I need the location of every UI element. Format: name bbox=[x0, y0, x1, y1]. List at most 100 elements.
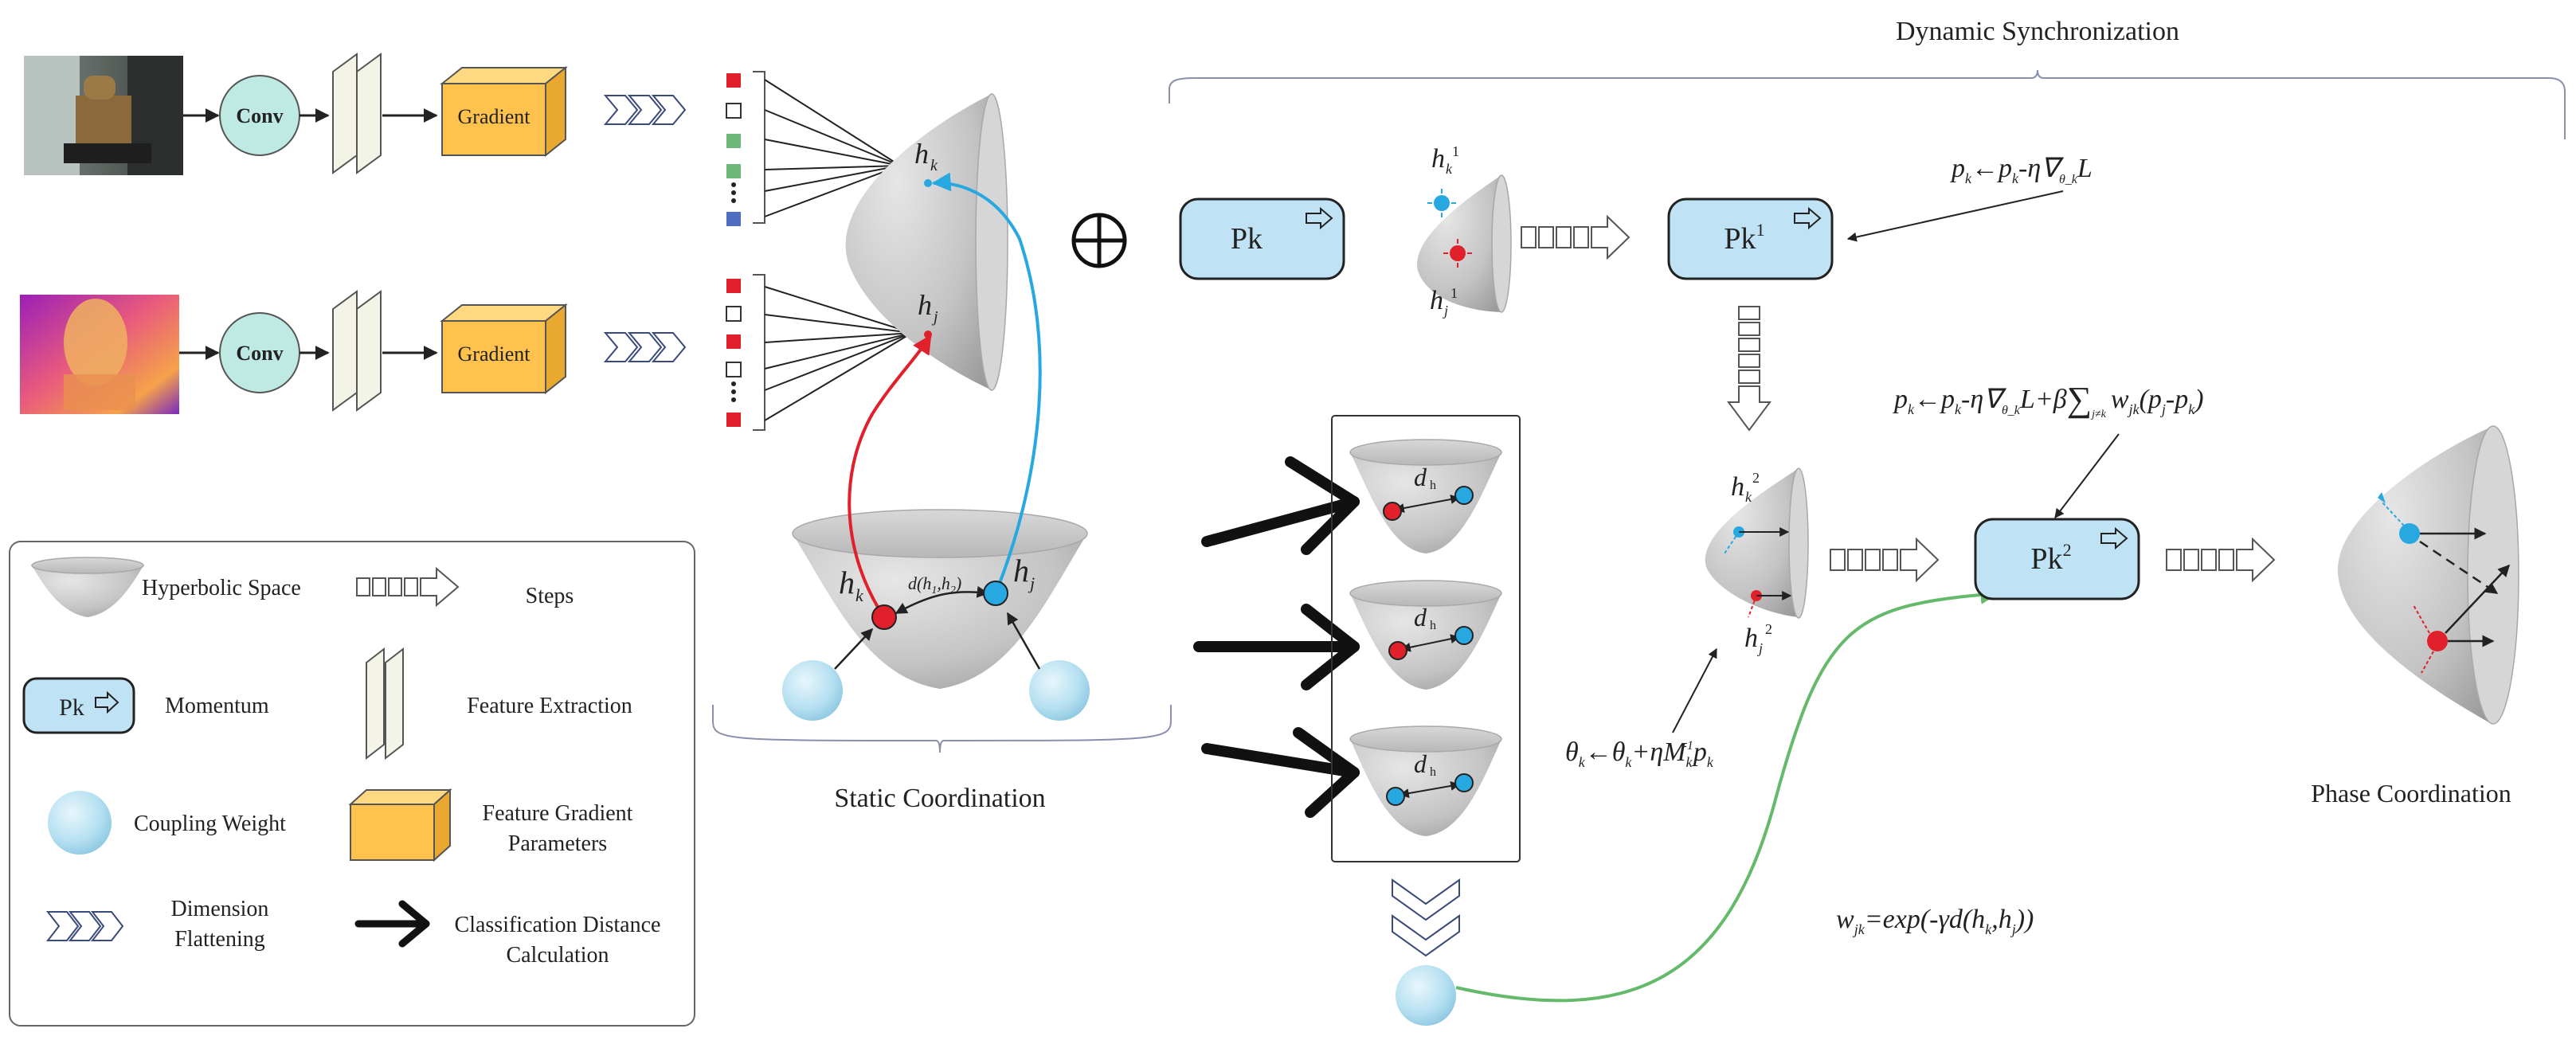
dimension-flattening-icon bbox=[603, 95, 687, 125]
eq2-arrow bbox=[2054, 433, 2120, 518]
svg-text:k: k bbox=[1446, 161, 1453, 177]
phase-coordination-cone bbox=[2337, 425, 2519, 725]
static-coordination-title: Static Coordination bbox=[834, 784, 1045, 813]
distance-label: d(h1,h2) bbox=[908, 573, 961, 596]
feature-vector-upper bbox=[726, 71, 765, 226]
svg-text:j: j bbox=[1757, 640, 1763, 656]
svg-text:h: h bbox=[1430, 765, 1436, 779]
svg-text:j: j bbox=[1443, 303, 1448, 319]
legend-dimension-1: Dimension bbox=[171, 897, 269, 921]
static-brace bbox=[712, 705, 1172, 753]
green-coupling-curve bbox=[1455, 585, 2000, 1003]
equation-parameter-update: θk←θk+ηMk-1pk bbox=[1565, 737, 1714, 770]
svg-text:d: d bbox=[1414, 463, 1427, 491]
classification-bowl-1: d h bbox=[1349, 439, 1502, 553]
gradient-box-icon: Gradient bbox=[440, 303, 568, 395]
conv-label: Conv bbox=[236, 342, 283, 365]
hk-node-red bbox=[871, 604, 897, 630]
classification-bowl-2: d h bbox=[1349, 580, 1502, 690]
svg-text:Pk2: Pk2 bbox=[2030, 540, 2071, 576]
svg-text:h: h bbox=[914, 138, 929, 170]
gradient-label: Gradient bbox=[458, 105, 531, 128]
eq1-arrow bbox=[1846, 190, 2064, 242]
phase-coordination-title: Phase Coordination bbox=[2311, 779, 2511, 808]
lower-hyperbolic-bowl bbox=[792, 509, 1088, 689]
gradient-label: Gradient bbox=[458, 342, 531, 366]
coupling-weight-sphere-icon bbox=[1396, 965, 1456, 1026]
oplus-icon bbox=[1071, 213, 1127, 268]
conv-circle-thermal: Conv bbox=[219, 312, 300, 393]
svg-text:h: h bbox=[1430, 619, 1436, 632]
feature-extraction-icon bbox=[332, 290, 382, 412]
legend-feature-extraction: Feature Extraction bbox=[467, 694, 632, 718]
coupling-weight-sphere-icon bbox=[1029, 660, 1090, 721]
hk-point-upper: h k bbox=[914, 138, 938, 187]
legend: Hyperbolic Space Steps Pk Momentum Featu… bbox=[9, 541, 695, 1027]
svg-text:h: h bbox=[918, 289, 932, 321]
svg-text:j: j bbox=[931, 308, 938, 326]
legend-feature-gradient-2: Parameters bbox=[508, 831, 607, 856]
classification-arrow-icon bbox=[354, 900, 430, 948]
rgb-image bbox=[24, 56, 183, 175]
dimension-flattening-icon bbox=[45, 911, 124, 941]
hyperbolic-cone-step1: h k 1 h j 1 bbox=[1417, 143, 1512, 319]
legend-momentum: Momentum bbox=[165, 694, 269, 718]
svg-text:Pk: Pk bbox=[59, 694, 84, 721]
hk-label-lower: h k bbox=[839, 565, 864, 605]
red-curve-hk-to-hj bbox=[848, 334, 932, 619]
svg-text:h: h bbox=[1430, 479, 1436, 492]
classification-arrow-icon bbox=[1201, 456, 1360, 555]
svg-text:wjk=exp(-γd(hk,hj)): wjk=exp(-γd(hk,hj)) bbox=[1836, 905, 2034, 937]
conv-label: Conv bbox=[236, 104, 283, 127]
svg-text:pk←pk-η∇θ_kL+β∑j≠kwjk(pj-pk): pk←pk-η∇θ_kL+β∑j≠kwjk(pj-pk) bbox=[1893, 380, 2204, 420]
legend-classification-1: Classification Distance bbox=[455, 913, 661, 937]
svg-text:k: k bbox=[1745, 489, 1752, 505]
equation-coupling-weight: wjk=exp(-γd(hk,hj)) bbox=[1836, 905, 2034, 937]
feature-extraction-icon bbox=[332, 53, 382, 174]
feature-vector-lower bbox=[726, 274, 765, 431]
coupling-weight-sphere-icon bbox=[782, 660, 843, 721]
svg-text:Pk1: Pk1 bbox=[1724, 220, 1764, 256]
svg-text:1: 1 bbox=[1452, 143, 1459, 159]
classification-bowl-3: d h bbox=[1349, 725, 1502, 836]
svg-text:k: k bbox=[855, 585, 864, 605]
conv-circle-rgb: Conv bbox=[219, 75, 300, 156]
svg-text:h: h bbox=[1430, 286, 1443, 315]
svg-text:d(h1,h2): d(h1,h2) bbox=[908, 573, 961, 596]
upper-hyperbolic-cone bbox=[845, 93, 1008, 391]
sphere-to-hj-arrow bbox=[1006, 612, 1041, 670]
svg-text:h: h bbox=[1013, 553, 1029, 589]
hj-node-blue bbox=[983, 581, 1008, 606]
dimension-flattening-icon bbox=[603, 332, 687, 362]
legend-hyperbolic-space: Hyperbolic Space bbox=[142, 576, 301, 600]
legend-coupling-weight: Coupling Weight bbox=[134, 811, 286, 836]
equation-momentum-update: pk←pk-η∇θ_kL bbox=[1950, 154, 2093, 186]
svg-text:j: j bbox=[1028, 573, 1035, 593]
steps-arrow-icon bbox=[1727, 306, 1771, 432]
svg-text:h: h bbox=[1731, 472, 1744, 502]
sphere-to-hk-arrow bbox=[834, 628, 874, 670]
gradient-box-icon bbox=[348, 788, 452, 862]
hj-label-lower: h j bbox=[1013, 553, 1035, 593]
hyperbolic-cone-icon bbox=[31, 557, 144, 617]
eq3-arrow bbox=[1672, 647, 1717, 733]
classification-arrow-icon bbox=[1201, 727, 1360, 818]
svg-text:d: d bbox=[1414, 749, 1427, 778]
momentum-box-pk2: Pk2 bbox=[1974, 518, 2140, 600]
svg-text:2: 2 bbox=[1752, 470, 1760, 486]
feature-extraction-icon bbox=[366, 647, 404, 761]
equation-momentum-coupled-update: pk←pk-η∇θ_kL+β∑j≠kwjk(pj-pk) bbox=[1893, 380, 2204, 420]
momentum-box-pk1: Pk1 bbox=[1667, 197, 1834, 280]
feature-lines-upper bbox=[764, 79, 901, 217]
classification-arrow-icon bbox=[1193, 604, 1360, 690]
momentum-box-pk: Pk bbox=[1179, 197, 1345, 280]
legend-box bbox=[9, 541, 695, 1027]
svg-text:1: 1 bbox=[1450, 285, 1458, 301]
steps-arrow-icon bbox=[356, 566, 460, 608]
momentum-arrow-icon bbox=[1306, 206, 1333, 230]
feature-lines-lower bbox=[764, 286, 913, 421]
svg-text:k: k bbox=[930, 157, 938, 174]
dynamic-brace bbox=[1169, 69, 2566, 139]
classification-panel bbox=[1331, 415, 1521, 862]
svg-text:2: 2 bbox=[1765, 621, 1772, 637]
